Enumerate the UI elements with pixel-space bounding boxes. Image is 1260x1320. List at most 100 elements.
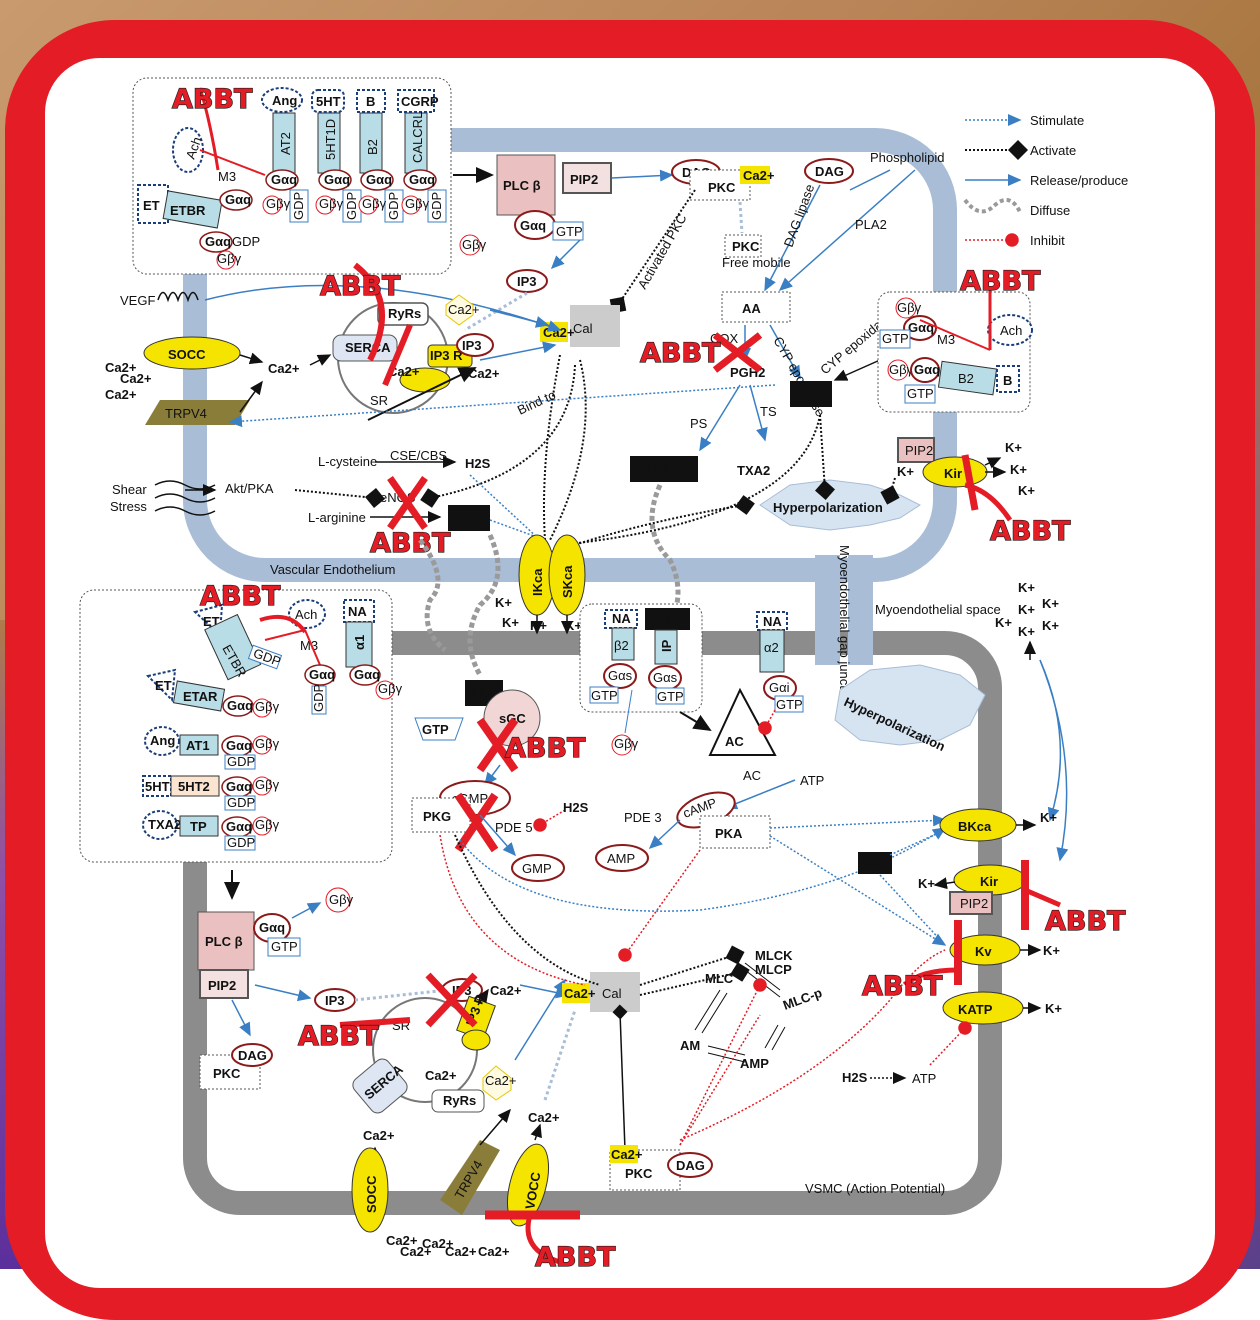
vsmc-atp: ATP xyxy=(800,773,824,788)
vsmc-vocc: VOCC xyxy=(522,1170,543,1210)
endo-ip3: IP3 xyxy=(517,274,537,289)
vsmc-gtp: GTP xyxy=(422,722,449,737)
ang-label: Ang xyxy=(272,93,297,108)
vsmc-ryrs: RyRs xyxy=(443,1093,476,1108)
endo-gaq-2: Gαq xyxy=(324,172,350,187)
abbt-label-5: ABBT xyxy=(990,516,1071,547)
vsmc-k-1: K+ xyxy=(1040,810,1057,825)
vsmc-cal-ca: Ca2+ xyxy=(564,986,596,1001)
vsmc-am: AM xyxy=(680,1038,700,1053)
abbt-label-10: ABBT xyxy=(505,733,586,764)
legend-stimulate: Stimulate xyxy=(1030,113,1084,128)
vsmc-gby-1: Gβγ xyxy=(255,736,280,751)
endo-pkc-ca: Ca2+ xyxy=(743,168,775,183)
endo-cal: Cal xyxy=(573,321,593,336)
b-label: B xyxy=(366,94,375,109)
shear-label: Shear xyxy=(112,482,147,497)
vsmc-a2: α2 xyxy=(764,640,779,655)
vsmc-ca-o2: Ca2+ xyxy=(400,1244,432,1259)
vsmc-ca-o4: Ca2+ xyxy=(445,1244,477,1259)
endo-receptors: Ang 5HT B CGRP AT2 5HT1D B2 CALCRL Ach M… xyxy=(137,87,447,270)
endo-serca: SERCA xyxy=(345,340,391,355)
abbt-label-8: ABBT xyxy=(298,1021,379,1052)
vsmc-kir-pip: PIP2 xyxy=(960,896,988,911)
endothelium-label: Vascular Endothelium xyxy=(270,562,396,577)
vsmc-ac-2: AC xyxy=(743,768,761,783)
eet-label: EET xyxy=(797,387,822,402)
activated-pkc-label: Activated PKC xyxy=(635,211,690,291)
endo-r-gaq-2: Gαq xyxy=(914,362,940,377)
endo-kir: Kir xyxy=(944,466,962,481)
endo-gby-4: Gβγ xyxy=(362,196,387,211)
txa2-label: TXA2 xyxy=(737,463,770,478)
vsmc-gaq-3: Gαq xyxy=(227,698,253,713)
endo-r-gtp-2: GTP xyxy=(907,386,934,401)
vsmc-kir: Kir xyxy=(980,874,998,889)
vsmc-pkg: PKG xyxy=(423,809,451,824)
vsmc-gaq-1: Gαq xyxy=(309,667,335,682)
free-mobile-label: Free mobile xyxy=(722,255,791,270)
endo-no: NO xyxy=(457,511,477,526)
endo-k-3: K+ xyxy=(1010,462,1027,477)
vsmc-gas-1: Gαs xyxy=(608,668,633,683)
endo-k-1: K+ xyxy=(897,464,914,479)
cse-label: CSE/CBS xyxy=(390,448,447,463)
endo-ip3r: IP3 R xyxy=(430,348,463,363)
legend-inhibit: Inhibit xyxy=(1030,233,1065,248)
vsmc-gaq-4: Gαq xyxy=(226,738,252,753)
endo-gby-1: Gβγ xyxy=(217,251,242,266)
vsmc-gdp-4: GDP xyxy=(311,684,326,712)
vsmc-label: VSMC (Action Potential) xyxy=(805,1181,945,1196)
legend-activate: Activate xyxy=(1030,143,1076,158)
vsmc-plc-gtp: GTP xyxy=(271,939,298,954)
vsmc-gtp-1: GTP xyxy=(591,688,618,703)
5ht1d-label: 5HT1D xyxy=(323,119,338,160)
vsmc-gby-5: Gβγ xyxy=(378,681,403,696)
k-tr-3: K+ xyxy=(1042,596,1059,611)
l-cysteine-label: L-cysteine xyxy=(318,454,377,469)
endo-plc-gaq: Gαq xyxy=(520,218,546,233)
abbt-label-1: ABBT xyxy=(172,84,253,115)
endo-r-gaq-1: Gαq xyxy=(908,320,934,335)
m3-label: M3 xyxy=(218,169,236,184)
vsmc-a2-na: NA xyxy=(763,614,782,629)
vsmc-pgi2: PGI2 xyxy=(650,612,680,627)
vsmc-at1: AT1 xyxy=(186,738,210,753)
endo-socc: SOCC xyxy=(168,347,206,362)
vsmc-gtp-3: GTP xyxy=(776,697,803,712)
vsmc-ca-1: Ca2+ xyxy=(490,983,522,998)
l-arginine-label: L-arginine xyxy=(308,510,366,525)
endo-ca-3: Ca2+ xyxy=(105,387,137,402)
vsmc-ca-o1: Ca2+ xyxy=(386,1233,418,1248)
skca-label: SKca xyxy=(560,565,575,598)
vsmc-ach: Ach xyxy=(295,607,317,622)
h2s-label: H2S xyxy=(465,456,491,471)
akt-label: Akt/PKA xyxy=(225,481,274,496)
aa-label: AA xyxy=(742,301,761,316)
endo-pip2-label: PIP2 xyxy=(570,172,598,187)
endo-k-4: K+ xyxy=(1018,483,1035,498)
vsmc-gai: Gαi xyxy=(769,680,790,695)
endo-plc-gtp: GTP xyxy=(556,224,583,239)
k-tr-5: K+ xyxy=(1018,624,1035,639)
vsmc-5ht: 5HT xyxy=(145,779,170,794)
abbt-label-7: ABBT xyxy=(200,581,281,612)
k-tr-6: K+ xyxy=(1042,618,1059,633)
endo-gdp-5: GDP xyxy=(429,192,444,220)
vsmc-b2-na: NA xyxy=(612,611,631,626)
abbt-label-6: ABBT xyxy=(370,528,451,559)
vsmc-k-2: K+ xyxy=(918,876,935,891)
vsmc-gdp-1: GDP xyxy=(227,754,255,769)
gap-junction-left xyxy=(815,555,840,665)
eet-box xyxy=(790,381,832,407)
endo-plc-gby: Gβγ xyxy=(462,237,487,252)
vsmc-pkc-1: PKC xyxy=(213,1066,241,1081)
legend-diffuse: Diffuse xyxy=(1030,203,1070,218)
endo-ip3-2: IP3 xyxy=(462,338,482,353)
abbt-label-12: ABBT xyxy=(862,971,943,1002)
vsmc-gdp-3: GDP xyxy=(227,835,255,850)
vsmc-sr-ca: Ca2+ xyxy=(425,1068,457,1083)
vsmc-receptors: ET ETBR Ach NA α1 M3 ET ETAR Ang AT1 5HT… xyxy=(142,599,403,851)
vsmc-gdp-2: GDP xyxy=(227,795,255,810)
phospholipid-label: Phospholipid xyxy=(870,150,944,165)
